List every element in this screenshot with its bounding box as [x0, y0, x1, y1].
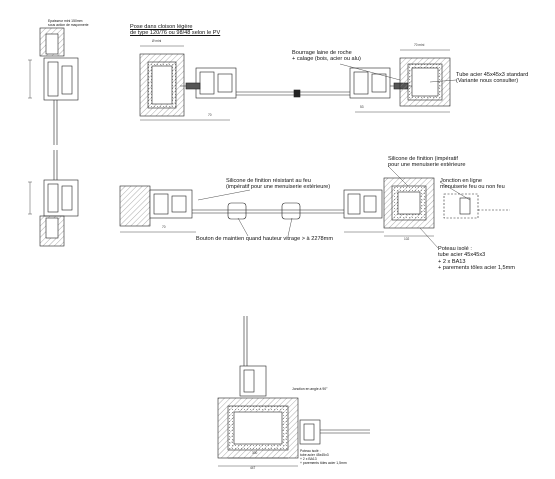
leader-lines [197, 63, 471, 249]
poteau-line-4: + parements tôles acier 1,5mm [438, 265, 515, 272]
top-section-frame-left [180, 67, 237, 99]
middle-section-glazing [192, 202, 348, 220]
left-vertical-section-top [28, 27, 79, 145]
head-note-line-2: de type 120/76 ou 98/48 selon le PV [130, 30, 221, 37]
dimension-label: 300 [252, 451, 258, 455]
bottom-section [217, 316, 370, 467]
head-note-line-1: Pose dans cloison légère [130, 24, 193, 30]
top-section-wall-right [355, 49, 451, 113]
middle-section-poteau [383, 177, 435, 237]
silicone-finition-line-2: pour une menuiserie extérieure [388, 162, 466, 169]
bottom-note-line-3: + 2 x BA13 [300, 456, 317, 461]
bourrage-line-2: + calage (bois, acier ou alu) [292, 56, 361, 63]
dimension-label: 70 [208, 113, 212, 117]
middle-section-frame-left [149, 189, 193, 219]
top-section-wall-left [139, 45, 230, 121]
jonction-note: Jonction en ligne menuiserie feu ou non … [440, 178, 505, 191]
dimension-label: 53 [360, 105, 364, 109]
jonction-line-1: Jonction en ligne [440, 178, 482, 184]
angle-note-line: Jonction en angle à 90° [292, 387, 328, 391]
middle-section-jonction [443, 193, 510, 219]
middle-section-frame-right [343, 189, 384, 233]
top-section-glazing [236, 89, 350, 98]
jonction-line-2: menuiserie feu ou non feu [440, 184, 505, 191]
silicone-finition-note: Silicone de finition (impératif pour une… [388, 156, 465, 169]
left-vertical-section-bottom [28, 150, 79, 247]
tube-line-1: Tube acier 45x45x3 standard [456, 72, 529, 78]
top-left-note-line-2: sous action de maçonnerie [48, 22, 89, 27]
bottom-note-line-4: + parements tôles acier 1,5mm [300, 460, 347, 465]
tube-note: Tube acier 45x45x3 standard (Variante no… [456, 72, 528, 85]
silicone-feu-line-1: Silicone de finition résistant au feu [226, 178, 311, 184]
bottom-note-line-1: Poteau isolé : [300, 449, 321, 453]
dimension-label: 447 [250, 466, 256, 470]
top-left-note-line-1: Epaisseur mini 150mm [48, 19, 83, 23]
bottom-note: Poteau isolé : tube acier 45x45x3 + 2 x … [300, 449, 347, 466]
middle-section-wall-left [119, 185, 196, 233]
bouton-note: Bouton de maintien quand hauteur vitrage… [196, 236, 333, 242]
poteau-line-2: tube acier 45x45x3 [438, 252, 486, 259]
bourrage-note: Bourrage laine de roche + calage (bois, … [292, 50, 361, 63]
silicone-finition-line-1: Silicone de finition (impératif [388, 156, 458, 162]
bourrage-line-1: Bourrage laine de roche [292, 50, 352, 56]
bouton-line: Bouton de maintien quand hauteur vitrage… [196, 236, 333, 242]
dimension-label: 70 [162, 225, 166, 229]
dimension-label: 102 [404, 237, 410, 241]
angle-note: Jonction en angle à 90° [292, 387, 328, 392]
tube-line-2: (Variante nous consulter) [456, 78, 519, 85]
poteau-line-1: Poteau isolé : [438, 246, 472, 252]
top-left-note: Epaisseur mini 150mm sous action de maço… [48, 19, 89, 28]
poteau-note: Poteau isolé : tube acier 45x45x3 + 2 x … [438, 246, 515, 272]
dimension-label: 70 mini [414, 43, 425, 47]
dimension-label: Ø mini [152, 39, 162, 43]
bottom-note-line-2: tube acier 45x45x3 [300, 452, 329, 457]
head-note: Pose dans cloison légère de type 120/76 … [130, 24, 220, 37]
poteau-line-3: + 2 x BA13 [438, 258, 466, 265]
silicone-feu-note: Silicone de finition résistant au feu (i… [226, 178, 330, 191]
silicone-feu-line-2: (impératif pour une menuiserie extérieur… [226, 184, 331, 191]
